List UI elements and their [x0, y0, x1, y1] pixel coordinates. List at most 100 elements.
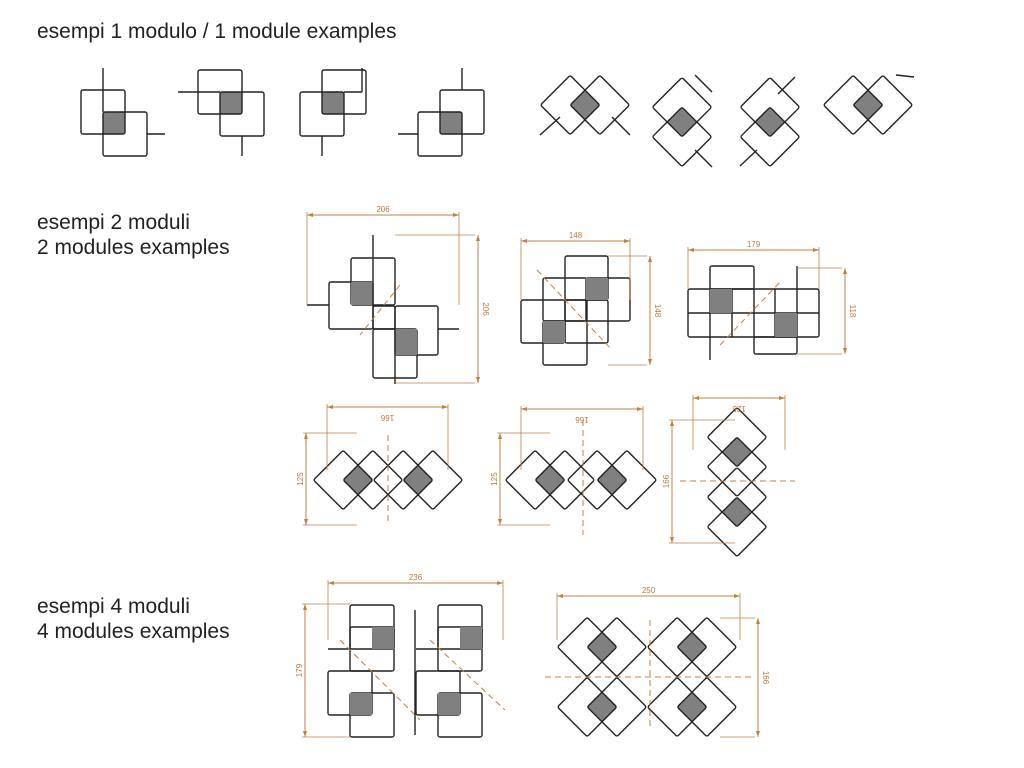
two-module-diamond-example-166-125-a: 166 125	[296, 404, 463, 526]
extension-line	[694, 74, 713, 93]
filled-cell	[460, 627, 482, 649]
dimension-label: 148	[569, 231, 583, 240]
filled-cell	[403, 465, 433, 495]
two-module-example-206: 206 206	[306, 205, 490, 384]
one-module-example-4	[417, 89, 485, 157]
module	[823, 75, 913, 135]
section-title-2-modules-it: esempi 2 moduli	[37, 211, 190, 234]
module-square	[587, 617, 647, 677]
filled-cell	[543, 321, 565, 343]
module	[740, 77, 800, 167]
filled-cell	[351, 282, 373, 305]
one-module-diamond-example-2	[652, 77, 712, 167]
filled-cell	[220, 92, 242, 114]
dimension-label: 118	[848, 305, 857, 318]
module	[647, 617, 737, 677]
module-square	[535, 450, 595, 510]
filled-cell	[677, 632, 707, 662]
dimension-label: 206	[376, 205, 390, 214]
one-module-diamond-example-3	[740, 77, 800, 167]
module-square	[823, 75, 883, 135]
dimension-label: 206	[481, 302, 490, 316]
dimension-label: 166	[575, 415, 589, 424]
filled-cell	[322, 92, 344, 114]
filled-cell	[755, 107, 785, 137]
filled-cell	[722, 497, 752, 527]
filled-cell	[775, 313, 797, 337]
filled-cell	[350, 693, 372, 715]
module-square	[740, 77, 800, 137]
module-square	[587, 677, 647, 737]
section-title-1-module: esempi 1 modulo / 1 module examples	[37, 20, 397, 43]
module-square	[372, 305, 396, 330]
axis-dashed-line	[429, 639, 506, 711]
dimension-label: 166	[380, 413, 394, 422]
dimension-label: 166	[662, 474, 671, 488]
filled-cell	[597, 465, 627, 495]
module	[505, 450, 595, 510]
module-square	[709, 265, 755, 290]
module	[197, 69, 265, 137]
section-title-4-modules-it: esempi 4 moduli	[37, 595, 190, 618]
filled-cell	[343, 465, 373, 495]
module-square	[677, 617, 737, 677]
filled-cell	[710, 289, 732, 313]
extension-line	[694, 149, 713, 168]
filled-cell	[372, 627, 394, 649]
filled-cell	[667, 107, 697, 137]
filled-cell	[677, 692, 707, 722]
dimension-label: 179	[747, 240, 761, 249]
module	[417, 89, 485, 157]
extension-line	[611, 116, 631, 136]
module	[557, 617, 647, 677]
dimension-label: 125	[296, 472, 305, 486]
filled-cell	[853, 90, 883, 120]
one-module-diamond-example-4	[823, 75, 913, 135]
module	[299, 69, 367, 137]
one-module-example-2	[197, 69, 265, 137]
axis-dashed-line	[719, 279, 783, 346]
module	[707, 407, 767, 497]
two-module-example-179: 179 118	[687, 240, 857, 360]
extension-line	[739, 149, 758, 167]
one-module-diamond-example-1	[540, 75, 630, 135]
extension-line	[539, 116, 561, 136]
module	[567, 450, 657, 510]
module	[373, 450, 463, 510]
extension-line	[777, 76, 796, 95]
axis-dashed-line	[339, 639, 421, 721]
filled-cell	[103, 112, 125, 134]
dimension-label: 236	[409, 573, 423, 582]
module	[707, 467, 767, 557]
two-module-example-148: 148 148	[520, 231, 662, 366]
filled-cell	[587, 632, 617, 662]
filled-cell	[570, 90, 600, 120]
module	[652, 77, 712, 167]
dimension-label: 148	[653, 304, 662, 318]
one-module-example-3	[299, 69, 367, 137]
filled-cell	[722, 437, 752, 467]
filled-cell	[438, 693, 460, 715]
module-square	[677, 677, 737, 737]
axis-dashed-line	[536, 269, 613, 351]
filled-cell	[587, 692, 617, 722]
two-module-diamond-example-125-166: 125 166	[662, 395, 795, 557]
section-title-4-modules-en: 4 modules examples	[37, 620, 230, 643]
filled-cell	[395, 329, 417, 355]
one-module-example-1	[80, 89, 148, 157]
module	[540, 75, 630, 135]
module-square	[753, 336, 798, 355]
module	[557, 677, 647, 737]
dimension-label: 250	[642, 586, 656, 595]
extension-line	[895, 74, 915, 78]
filled-cell	[535, 465, 565, 495]
section-title-2-modules-en: 2 modules examples	[37, 236, 230, 259]
module-square	[707, 497, 767, 557]
module	[313, 450, 403, 510]
module	[80, 89, 148, 157]
dimension-label: 125	[732, 404, 746, 413]
